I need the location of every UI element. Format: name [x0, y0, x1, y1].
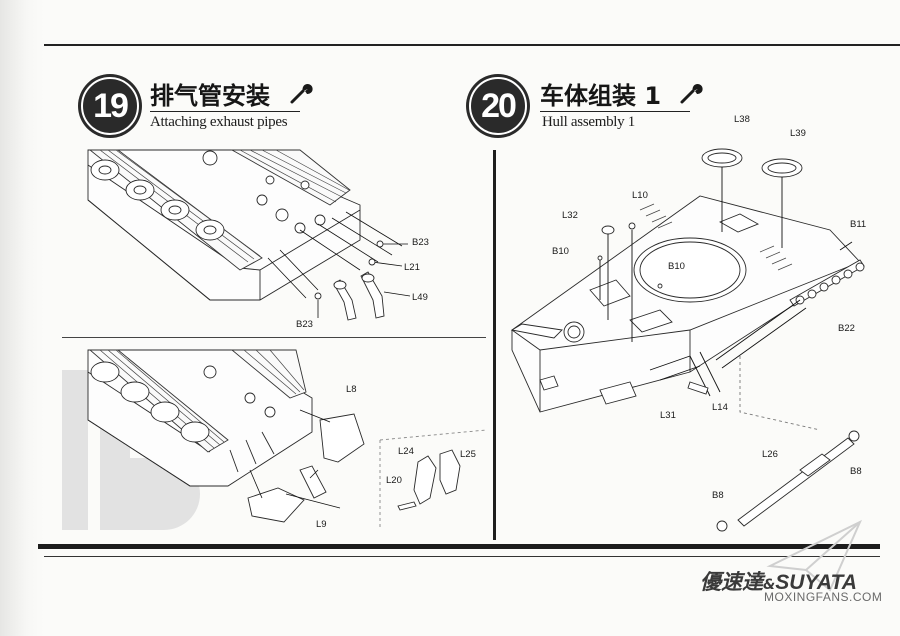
label-l32: L32	[562, 210, 578, 221]
step19-upper-hull	[87, 149, 411, 321]
label-l10: L10	[632, 190, 648, 201]
watermark-brand-en: SUYATA	[775, 571, 857, 594]
page-binding-shadow	[0, 0, 44, 636]
step19-title-en: Attaching exhaust pipes	[150, 114, 288, 130]
label-l9: L9	[316, 519, 327, 530]
wrench-icon	[680, 84, 703, 104]
label-b11: B11	[850, 219, 867, 230]
label-b10-second: B10	[668, 261, 685, 272]
step19-lower-hull	[87, 349, 487, 530]
label-l14: L14	[712, 402, 728, 413]
step20-title-rule	[540, 111, 690, 112]
step20-title-en: Hull assembly 1	[542, 114, 635, 130]
label-l8: L8	[346, 384, 357, 395]
step19-title-cn: 排气管安装	[150, 82, 270, 110]
step19-number: 19	[78, 74, 142, 138]
step20-hull-top	[510, 148, 865, 532]
watermark-ampersand: &	[763, 577, 776, 593]
step19-title-rule	[150, 111, 300, 112]
bottom-rule-thin	[44, 556, 880, 557]
step19-substep-divider	[62, 337, 486, 338]
step20-title-cn: 车体组装 1	[540, 82, 662, 110]
label-l26: L26	[762, 449, 778, 460]
label-l21: L21	[404, 262, 420, 273]
label-b23: B23	[412, 237, 429, 248]
label-l38: L38	[734, 114, 750, 125]
label-l39: L39	[790, 128, 806, 139]
column-divider	[493, 150, 496, 540]
watermark-brand-cn: 優速達	[700, 570, 763, 594]
label-b8-second: B8	[712, 490, 724, 501]
label-l31: L31	[660, 410, 676, 421]
label-b8: B8	[850, 466, 862, 477]
label-l25: L25	[460, 449, 476, 460]
wrench-icon	[290, 84, 313, 104]
label-b23-lower: B23	[296, 319, 313, 330]
bottom-rule	[38, 544, 880, 549]
watermark-site: MOXINGFANS.COM	[764, 590, 883, 604]
label-l49: L49	[412, 292, 428, 303]
label-b22: B22	[838, 323, 855, 334]
label-l20: L20	[386, 475, 402, 486]
watermark-brand: 優速達&SUYATA	[700, 566, 857, 596]
label-l24: L24	[398, 446, 414, 457]
label-b10: B10	[552, 246, 569, 257]
suyata-plane-logo	[766, 519, 863, 592]
top-rule	[44, 44, 900, 46]
step20-number: 20	[466, 74, 530, 138]
